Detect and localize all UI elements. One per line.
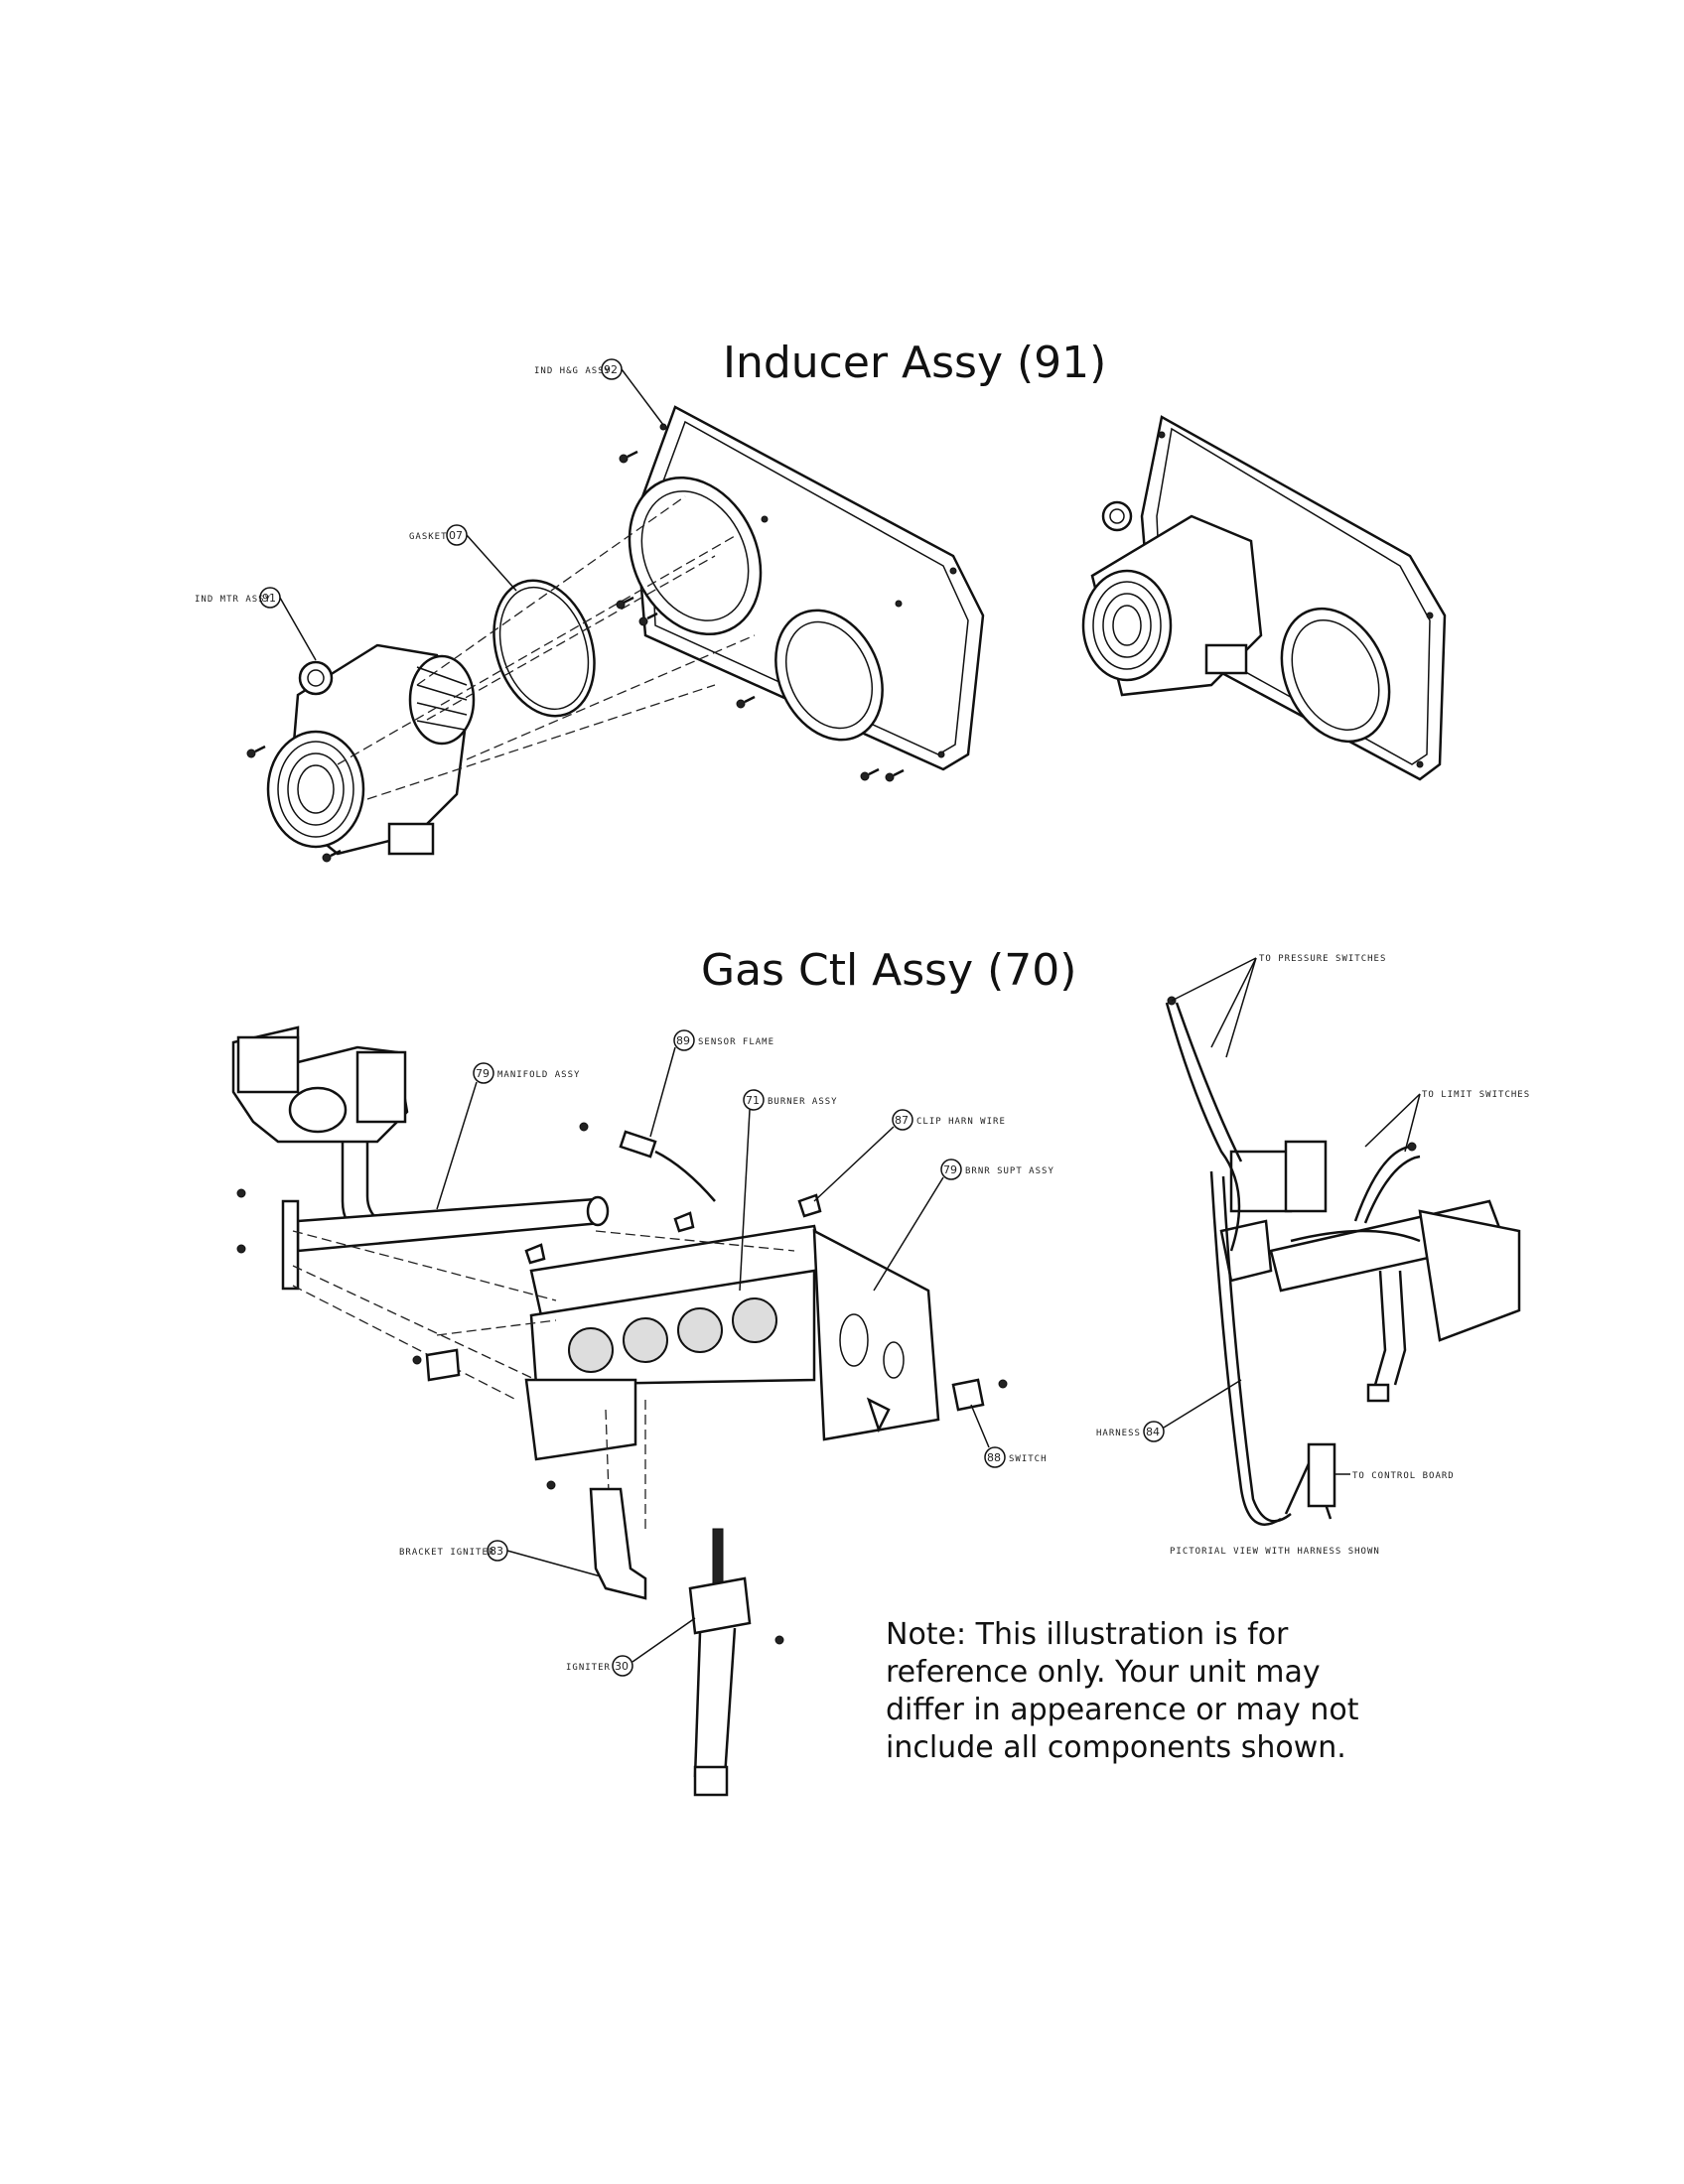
note-line: reference only. Your unit may (886, 1655, 1321, 1690)
igniter-bracket (589, 1487, 647, 1600)
callout-burner-assy: 71 BURNER ASSY (739, 1089, 838, 1292)
callout-label: CLIP HARN WIRE (916, 1117, 1006, 1127)
callout-number: 89 (676, 1034, 690, 1047)
callout-label: HARNESS (1096, 1429, 1141, 1438)
inducer-gasket (492, 579, 596, 718)
callout-label: BURNER ASSY (768, 1097, 838, 1107)
callout-label: TO PRESSURE SWITCHES (1259, 954, 1386, 964)
callout-harness: HARNESS 84 (1096, 1379, 1242, 1442)
callout-label: BRNR SUPT ASSY (965, 1166, 1054, 1176)
note-line: include all components shown. (886, 1730, 1346, 1765)
callout-label: GASKET (409, 532, 448, 542)
flame-sensor (579, 1122, 716, 1202)
burner-assy (524, 1224, 826, 1461)
gas-screws (236, 1188, 1008, 1645)
callout-number: 83 (490, 1545, 503, 1558)
callout-sensor-flame: 89 SENSOR FLAME (649, 1029, 774, 1138)
callout-brnr-supt-assy: 79 BRNR SUPT ASSY (873, 1159, 1054, 1292)
callout-gasket: GASKET 07 (409, 524, 517, 592)
callout-number: 87 (895, 1114, 909, 1127)
callout-number: 92 (604, 363, 618, 376)
callout-number: 71 (746, 1094, 760, 1107)
harness-pictorial-view (1165, 996, 1521, 1526)
callout-igniter: IGNITER 30 (566, 1617, 696, 1677)
gas-explode-lines (292, 1230, 795, 1550)
callout-number: 79 (476, 1067, 490, 1080)
inducer-motor-assy (266, 643, 476, 856)
callout-label: MANIFOLD ASSY (497, 1070, 580, 1080)
callout-to-pressure-switches: TO PRESSURE SWITCHES (1171, 954, 1386, 1058)
igniter (688, 1528, 752, 1797)
callout-label: SWITCH (1009, 1454, 1048, 1464)
callout-clip-harn-wire: 87 CLIP HARN WIRE (813, 1109, 1006, 1202)
callout-label: TO LIMIT SWITCHES (1422, 1090, 1530, 1100)
gas-control-assy-title: Gas Ctl Assy (70) (701, 945, 1077, 996)
callout-ind-hsg-assy: IND H&G ASSY 92 (534, 358, 664, 426)
switch-part (425, 1348, 985, 1412)
callout-label: IND H&G ASSY (534, 366, 611, 376)
callout-label: BRACKET IGNITER (399, 1548, 494, 1558)
callout-label: IGNITER (566, 1663, 611, 1673)
inducer-assy-title: Inducer Assy (91) (723, 338, 1107, 388)
callout-bracket-igniter: BRACKET IGNITER 83 (399, 1540, 602, 1577)
note-line: differ in appearence or may not (886, 1693, 1359, 1727)
callout-to-control-board: TO CONTROL BOARD (1335, 1471, 1455, 1481)
note-line: Note: This illustration is for (886, 1617, 1289, 1652)
callout-number: 79 (943, 1163, 957, 1176)
burner-support-assy (812, 1228, 940, 1441)
wire-clips (524, 1193, 822, 1265)
callout-number: 91 (262, 592, 276, 605)
callout-number: 84 (1146, 1426, 1160, 1438)
callout-label: IND MTR ASSY (195, 595, 271, 605)
callout-switch: 88 SWITCH (970, 1404, 1048, 1468)
callout-number: 30 (615, 1660, 629, 1673)
callout-label: TO CONTROL BOARD (1352, 1471, 1455, 1481)
inducer-explode-lines (337, 495, 756, 800)
gas-valve (231, 1025, 409, 1238)
callout-manifold-assy: 79 MANIFOLD ASSY (436, 1062, 580, 1210)
callout-ind-mtr-assy: IND MTR ASSY 91 (195, 587, 317, 661)
inducer-assembled-view (1081, 415, 1447, 781)
pictorial-view-caption: PICTORIAL VIEW WITH HARNESS SHOWN (1170, 1547, 1380, 1557)
inducer-housing-exploded (628, 405, 985, 771)
inducer-screws (246, 450, 905, 863)
callout-number: 88 (987, 1451, 1001, 1464)
callout-to-limit-switches: TO LIMIT SWITCHES (1364, 1090, 1530, 1153)
reference-note: Note: This illustration is for reference… (886, 1616, 1402, 1767)
callout-number: 07 (449, 529, 463, 542)
callout-label: SENSOR FLAME (698, 1037, 774, 1047)
